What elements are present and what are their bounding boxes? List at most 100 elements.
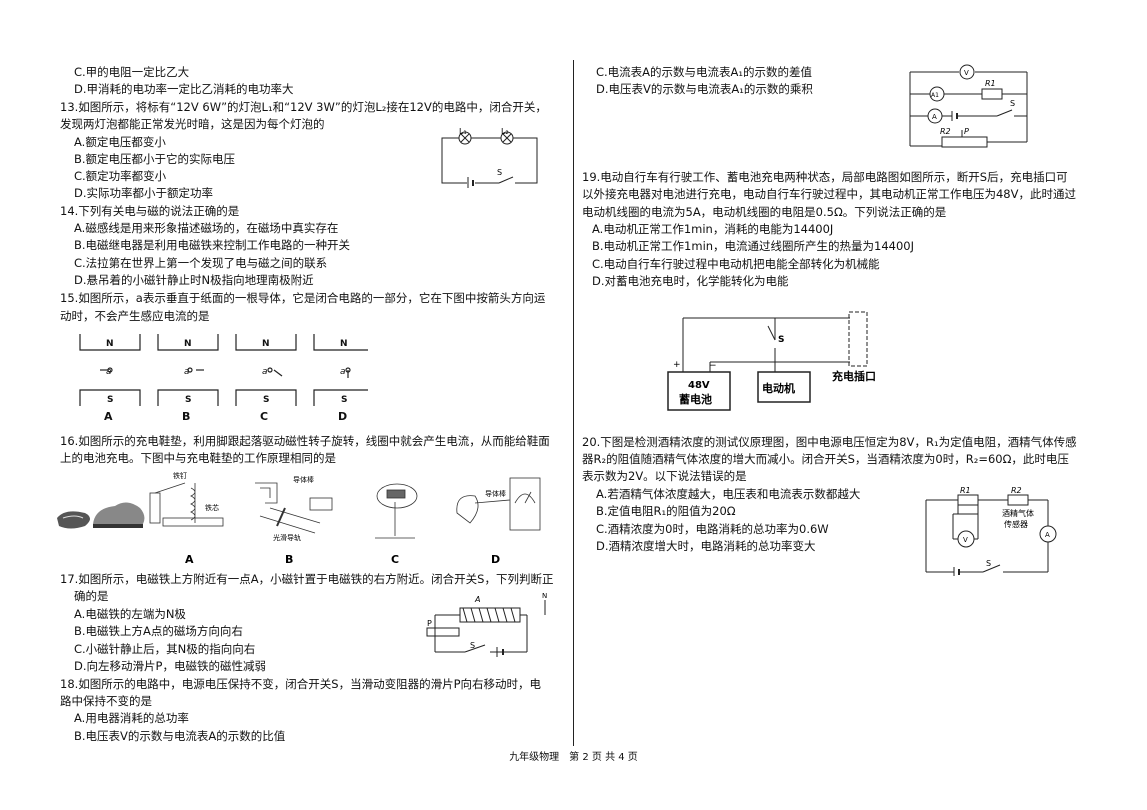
text-line: D.酒精浓度增大时，电路消耗的总功率变大: [596, 539, 816, 553]
text-line: 以外接充电器对电池进行充电，电动自行车行驶过程中，其电动机正常工作电压为48V，…: [582, 187, 1076, 201]
figure-18-meter-circuit: V A1 A R1 R2 P S: [902, 64, 1042, 154]
text-line: 确的是: [74, 589, 109, 603]
label-rod2: 导体棒: [485, 489, 506, 498]
switch-label: S: [778, 335, 784, 345]
text-line: D.实际功率都小于额定功率: [74, 186, 214, 200]
text-line: B.定值电阻R₁的阻值为20Ω: [596, 504, 736, 518]
insole-image: [57, 511, 90, 529]
text-line: D.电压表V的示数与电流表A₁的示数的乘积: [596, 82, 813, 96]
figure-17-electromagnet: A P S N: [415, 590, 555, 665]
conductor-label: a: [340, 367, 346, 377]
option-b-label: B: [285, 553, 293, 566]
text-line: D.悬吊着的小磁针静止时N极指向地理南极附近: [74, 273, 314, 287]
text-line: D.向左移动滑片P，电磁铁的磁性减弱: [74, 659, 266, 673]
magnet-s-pole: [235, 389, 297, 406]
magnet-n-pole: [79, 334, 141, 351]
text-line: 18.如图所示的电路中，电源电压保持不变，闭合开关S，当滑动变阻器的滑片P向右移…: [60, 677, 542, 691]
text-line: D.甲消耗的电功率一定比乙消耗的电功率大: [74, 82, 294, 96]
r2-label: R2: [940, 127, 951, 136]
pole-s-label: S: [185, 395, 191, 405]
sensor-label-line1: 酒精气体: [1002, 508, 1034, 518]
conductor-mark: [187, 367, 193, 373]
option-label: A: [104, 410, 113, 423]
shoe-image: [93, 502, 145, 528]
text-line: 13.如图所示，将标有“12V 6W”的灯泡L₁和“12V 3W”的灯泡L₂接在…: [60, 100, 547, 114]
switch-label: S: [497, 168, 502, 177]
magnet-s-pole: [79, 389, 141, 406]
column-divider: [573, 60, 574, 746]
voltmeter-label: V: [964, 69, 969, 77]
text-line: 上的电池充电。下图中与充电鞋垫的工作原理相同的是: [60, 451, 336, 465]
option-c-label: C: [391, 553, 399, 566]
option-label: D: [338, 410, 347, 423]
label-core: 铁芯: [205, 503, 219, 512]
switch-label: S: [986, 559, 991, 568]
text-line: C.电动自行车行驶过程中电动机把电能全部转化为机械能: [592, 257, 880, 271]
text-line: 20.下图是检测酒精浓度的测试仪原理图，图中电源电压恒定为8V，R₁为定值电阻，…: [582, 435, 1077, 449]
text-line: B.电磁铁上方A点的磁场方向向右: [74, 624, 243, 638]
text-line: 发现两灯泡都能正常发光时暗，这是因为每个灯泡的: [60, 117, 325, 131]
magnet-n-pole: [157, 334, 219, 351]
text-line: 动时，不会产生感应电流的是: [60, 309, 210, 323]
label-rod: 导体棒: [293, 475, 314, 484]
motion-arrow: [273, 369, 283, 377]
text-line: C.小磁针静止后，其N极的指向向右: [74, 642, 256, 656]
text-line: B.电压表V的示数与电流表A的示数的比值: [74, 729, 286, 743]
plus-sign: +: [673, 360, 681, 370]
text-line: 15.如图所示，a表示垂直于纸面的一根导体，它是闭合电路的一部分，它在下图中按箭…: [60, 291, 546, 305]
figure-19-ebike-circuit: + − S 48V 蓄电池 电动机 充电插口: [665, 310, 895, 415]
text-line: C.法拉第在世界上第一个发现了电与磁之间的联系: [74, 256, 328, 270]
text-line: 16.如图所示的充电鞋垫，利用脚跟起落驱动磁性转子旋转，线圈中就会产生电流，从而…: [60, 434, 550, 448]
text-line: B.电动机正常工作1min，电流通过线圈所产生的热量为14400J: [592, 239, 915, 253]
charge-port-label: 充电插口: [832, 369, 876, 383]
ammeter-a1-label: A1: [931, 92, 939, 99]
lamp1-label: L₁: [459, 128, 467, 136]
apparatus-b: [255, 482, 333, 534]
text-line: 14.下列有关电与磁的说法正确的是: [60, 204, 240, 218]
switch-s-label: S: [470, 641, 475, 650]
text-line: A.额定电压都变小: [74, 135, 166, 149]
r1-label: R1: [985, 79, 996, 88]
r1-label: R1: [960, 486, 971, 495]
magnet-n-pole: [313, 334, 368, 351]
figure-16-charging-insole: 铁钉 铁芯 导体棒 光滑导轨 导体棒 A B C D: [55, 468, 555, 568]
point-a-label: A: [474, 595, 480, 604]
pole-s-label: S: [263, 395, 269, 405]
motor-label: 电动机: [762, 381, 795, 395]
text-line: 器R₂的阻值随酒精气体浓度的增大而减小。闭合开关S，当酒精浓度为0时，R₂=60…: [582, 452, 1069, 466]
text-line: C.额定功率都变小: [74, 169, 167, 183]
battery-voltage: 48V: [688, 380, 710, 391]
text-line: C.甲的电阻一定比乙大: [74, 65, 190, 79]
conductor-mark: [267, 367, 273, 373]
option-a-label: A: [185, 553, 194, 566]
sensor-label-line2: 传感器: [1004, 519, 1028, 529]
text-line: 路中保持不变的是: [60, 694, 152, 708]
text-line: D.对蓄电池充电时，化学能转化为电能: [592, 274, 789, 288]
ammeter-label: A: [1045, 531, 1050, 539]
apparatus-c: [375, 483, 418, 539]
text-line: A.电动机正常工作1min，消耗的电能为14400J: [592, 222, 834, 236]
option-d-label: D: [491, 553, 500, 566]
pole-s-label: S: [107, 395, 113, 405]
figure-20-alcohol-tester: R1 R2 酒精气体 传感器 V A S: [918, 484, 1063, 576]
pole-n-label: N: [340, 339, 348, 349]
text-line: 17.如图所示，电磁铁上方附近有一点A，小磁针置于电磁铁的右方附近。闭合开关S，…: [60, 572, 554, 586]
text-line: B.额定电压都小于它的实际电压: [74, 152, 236, 166]
option-label: C: [260, 410, 268, 423]
text-line: 电动机线圈的电流为5A，电动机线圈的电阻是0.5Ω。下列说法正确的是: [582, 205, 947, 219]
conductor-label: a: [262, 367, 268, 377]
label-rail: 光滑导轨: [273, 533, 301, 542]
text-line: A.磁感线是用来形象描述磁场的，在磁场中真实存在: [74, 221, 339, 235]
minus-sign: −: [709, 361, 717, 371]
option-label: B: [182, 410, 190, 423]
text-line: A.电磁铁的左端为N极: [74, 607, 186, 621]
pole-n-label: N: [184, 339, 192, 349]
text-line: C.电流表A的示数与电流表A₁的示数的差值: [596, 65, 813, 79]
text-line: 19.电动自行车有行驶工作、蓄电池充电两种状态，局部电路图如图所示，断开S后，充…: [582, 170, 1068, 184]
apparatus-d: [456, 477, 541, 531]
page-footer: 九年级物理 第 2 页 共 4 页: [509, 752, 638, 763]
p-label: P: [964, 127, 969, 136]
figure-13-lamp-circuit: L₁ L₂ S: [437, 128, 547, 188]
pole-s-label: S: [341, 395, 347, 405]
